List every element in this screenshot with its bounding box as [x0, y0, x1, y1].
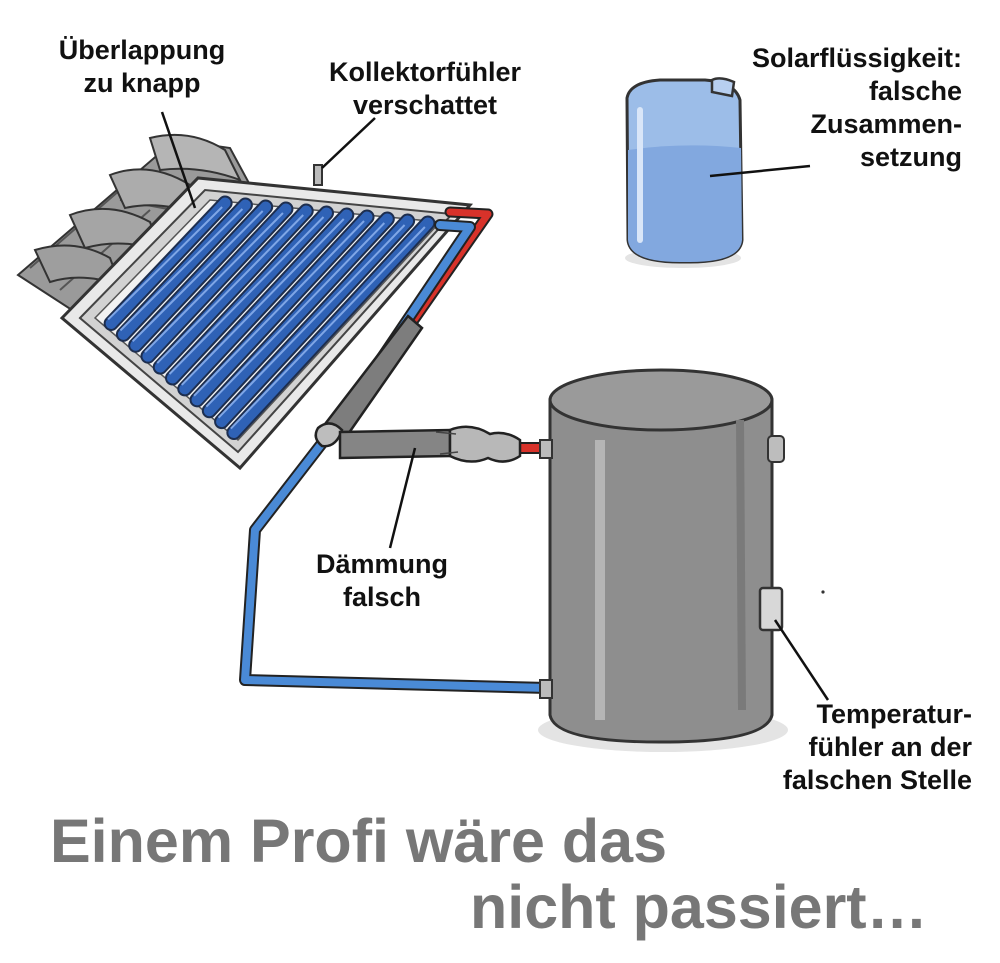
pipes [239, 206, 554, 694]
collector-tube-highlight [217, 224, 406, 419]
label-temperature-sensor: Temperatur- fühler an der falschen Stell… [782, 699, 972, 795]
label-collector-sensor: Kollektorfühler verschattet [328, 57, 522, 120]
collector-tube-highlight [107, 206, 223, 321]
collector-tubes [103, 195, 436, 441]
label-insulation: Dämmung falsch [315, 549, 448, 612]
collector-tube-highlight [181, 218, 345, 386]
collector-tube-highlight [230, 226, 426, 430]
collector-tube-highlight [156, 214, 304, 364]
collector-tube-highlight [168, 216, 325, 375]
collector-tube-highlight [205, 222, 386, 408]
temperature-sensor [758, 586, 784, 632]
pipe-insulation [314, 314, 522, 463]
collector-tube-highlight [144, 212, 284, 353]
headline-line-1: Einem Profi wäre das [50, 807, 667, 875]
label-overlap: Überlappung zu knapp [58, 35, 226, 98]
collector-tube-highlight [119, 208, 244, 332]
collector-tube-highlight [131, 210, 264, 342]
collector-tube-highlight [193, 220, 365, 397]
leader-lines [160, 111, 830, 701]
storage-tank [538, 368, 825, 752]
collector-sensor [313, 164, 323, 186]
headline-line-2: nicht passiert… [470, 873, 928, 941]
label-solar-fluid: Solarflüssigkeit: falsche Zusammen- setz… [751, 43, 962, 172]
